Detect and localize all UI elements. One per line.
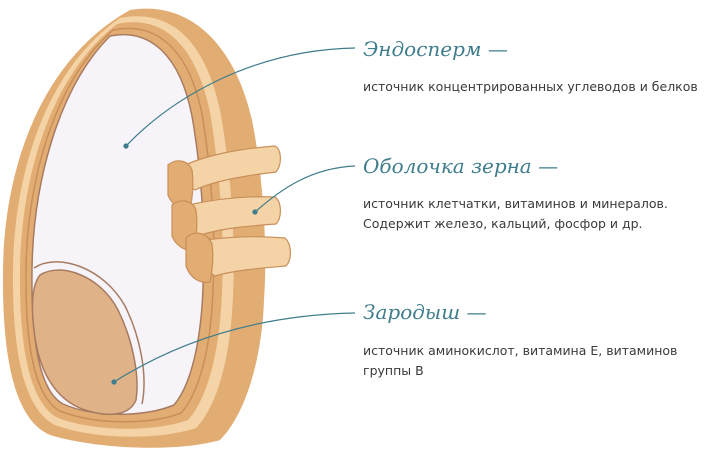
- germ-region: [31, 269, 138, 416]
- shell-description-line: источник клетчатки, витаминов и минерало…: [363, 196, 668, 211]
- germ-description-line: источник аминокислот, витамина Е, витами…: [363, 343, 678, 358]
- shell-flaps: [167, 145, 291, 283]
- shell-flap-3: [202, 236, 291, 277]
- germ-description: источник аминокислот, витамина Е, витами…: [363, 341, 677, 381]
- endosperm-title: Эндосперм —: [363, 37, 508, 61]
- germ-description-line: группы В: [363, 363, 424, 378]
- germ-edge: [33, 261, 145, 405]
- shell-title: Оболочка зерна —: [363, 154, 559, 178]
- shell-leader-dot: [252, 209, 258, 215]
- grain-bran-edge: [25, 27, 215, 423]
- shell-flap-3-fold: [185, 232, 214, 283]
- endosperm-description-line: источник концентрированных углеводов и б…: [363, 79, 698, 94]
- germ-leader-line: [113, 312, 356, 383]
- shell-description-line: Содержит железо, кальций, фосфор и др.: [363, 216, 643, 231]
- endosperm-leader-dot: [123, 143, 129, 149]
- endosperm-description: источник концентрированных углеводов и б…: [363, 77, 698, 97]
- endosperm-leader-line: [125, 47, 356, 147]
- germ-leader-dot: [111, 379, 117, 385]
- germ-title: Зародыш —: [363, 300, 487, 324]
- shell-leader-line: [254, 165, 356, 213]
- shell-description: источник клетчатки, витаминов и минерало…: [363, 194, 668, 234]
